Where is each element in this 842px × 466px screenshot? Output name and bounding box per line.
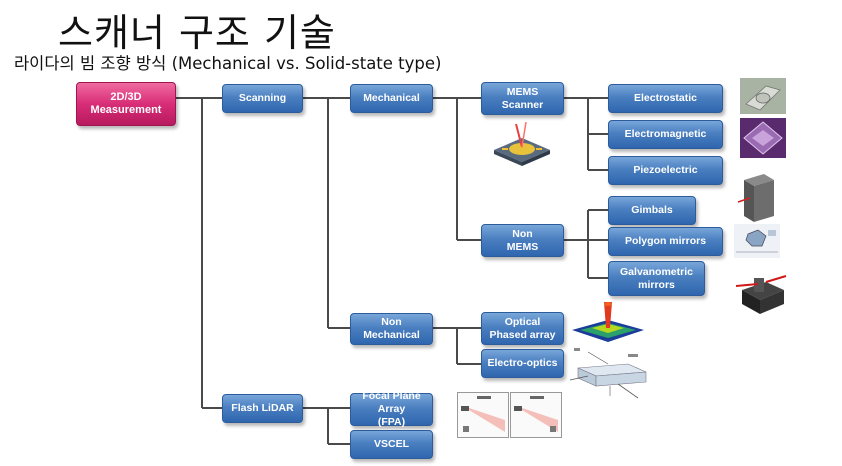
node-fpa: Focal Plane Array (FPA) (350, 390, 433, 428)
polygon-mirror-image (734, 224, 780, 258)
node-vscel: VSCEL (350, 430, 433, 459)
node-root: 2D/3D Measurement (76, 82, 176, 126)
galvanometric-mirror-image (736, 262, 788, 316)
node-scanning: Scanning (222, 84, 303, 113)
node-electrostatic: Electrostatic (608, 84, 723, 113)
electro-optics-image (568, 346, 652, 402)
node-gimbals: Gimbals (608, 196, 696, 225)
node-electro-optics: Electro-optics (481, 349, 564, 378)
page-subtitle: 라이다의 빔 조향 방식 (Mechanical vs. Solid-state… (14, 54, 442, 73)
fpa-transmit-image (457, 392, 509, 438)
electromagnetic-image (740, 118, 786, 158)
node-non-mechanical: Non Mechanical (350, 313, 433, 345)
electrostatic-image (740, 78, 786, 114)
node-mechanical: Mechanical (350, 84, 433, 113)
node-flash-lidar: Flash LiDAR (222, 394, 303, 423)
fpa-receive-image (510, 392, 562, 438)
node-mems-scanner: MEMS Scanner (481, 82, 564, 115)
node-optical-phased-array: Optical Phased array (481, 312, 564, 345)
node-polygon-mirrors: Polygon mirrors (608, 227, 723, 256)
optical-phased-array-image (570, 298, 646, 344)
page-title: 스캐너 구조 기술 (58, 11, 336, 55)
mems-scanner-image (490, 120, 554, 166)
node-non-mems: Non MEMS (481, 224, 564, 257)
node-electromagnetic: Electromagnetic (608, 120, 723, 149)
node-galvanometric-mirrors: Galvanometric mirrors (608, 261, 705, 296)
node-piezoelectric: Piezoelectric (608, 156, 723, 185)
gimbal-image (736, 168, 780, 224)
